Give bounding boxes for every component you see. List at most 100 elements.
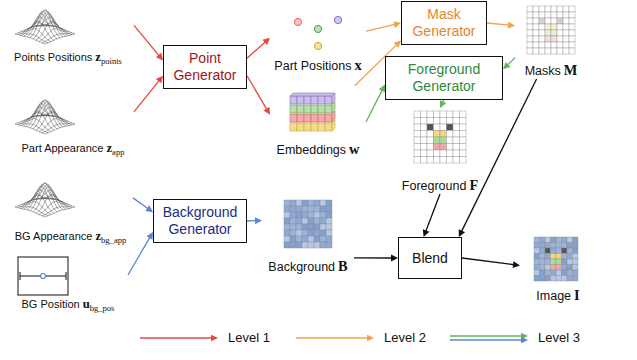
flow-arrow xyxy=(366,21,401,31)
caption-text: Background xyxy=(268,260,335,274)
art-shape xyxy=(414,124,421,131)
art-shape xyxy=(308,212,314,218)
art-shape xyxy=(421,150,428,157)
art-shape xyxy=(18,33,48,43)
art-shape xyxy=(314,25,321,32)
art-shape xyxy=(434,131,441,138)
math-subscript: points xyxy=(101,56,122,66)
process-box: Mask Generator xyxy=(401,1,487,45)
art-shape xyxy=(447,111,454,118)
art-shape xyxy=(45,34,75,44)
art-shape xyxy=(453,144,460,151)
art-shape xyxy=(573,248,579,254)
process-box: Foreground Generator xyxy=(385,56,503,100)
art-shape xyxy=(427,137,434,144)
art-shape xyxy=(294,18,301,25)
art-shape xyxy=(539,36,545,42)
box-label: Background Generator xyxy=(159,204,241,238)
arrow-line xyxy=(247,76,267,110)
art-shape xyxy=(563,48,569,54)
math-symbol: M xyxy=(564,62,578,78)
art-shape xyxy=(460,131,467,138)
art-shape xyxy=(539,24,545,30)
item-caption: ImageI xyxy=(536,287,579,304)
art-shape xyxy=(567,248,573,254)
art-shape xyxy=(326,230,332,236)
item-caption: BG Positionubg_pos xyxy=(22,297,115,314)
art-shape xyxy=(427,111,434,118)
art-shape xyxy=(562,237,568,243)
art-shape xyxy=(440,144,447,151)
art-shape xyxy=(533,12,539,18)
art-shape xyxy=(421,157,428,164)
art-shape xyxy=(527,18,533,24)
math-symbol: z xyxy=(95,50,101,64)
art-shape xyxy=(545,42,551,48)
art-shape xyxy=(545,265,551,271)
art-shape xyxy=(453,124,460,131)
legend-line-sample xyxy=(140,335,218,341)
gaussian-surface xyxy=(15,10,75,44)
item-caption: Part Positionsx xyxy=(274,57,361,74)
art-shape xyxy=(447,124,454,131)
background-grid xyxy=(284,200,332,248)
art-shape xyxy=(545,270,551,276)
item-caption: Part Appearancezapp xyxy=(22,141,125,158)
art-shape xyxy=(302,230,308,236)
art-shape xyxy=(30,10,60,38)
arrow-line xyxy=(247,42,266,59)
art-shape xyxy=(453,150,460,157)
art-shape xyxy=(440,150,447,157)
math-symbol: B xyxy=(338,258,348,274)
flow-arrow xyxy=(134,25,163,60)
art-shape xyxy=(567,270,573,276)
art-shape xyxy=(573,254,579,260)
art-shape xyxy=(453,111,460,118)
art-shape xyxy=(534,248,540,254)
art-shape xyxy=(556,243,562,249)
art-shape xyxy=(302,236,308,242)
art-shape xyxy=(533,36,539,42)
arrow-head xyxy=(145,205,153,212)
art-shape xyxy=(527,6,533,12)
art-shape xyxy=(527,30,533,36)
art-shape xyxy=(567,265,573,271)
art-shape xyxy=(39,202,69,215)
art-shape xyxy=(453,137,460,144)
art-shape xyxy=(311,105,318,113)
art-shape xyxy=(540,265,546,271)
art-shape xyxy=(569,42,575,48)
art-shape xyxy=(297,114,304,122)
art-shape xyxy=(320,230,326,236)
caption-text: Part Appearance xyxy=(22,142,104,154)
art-shape xyxy=(460,118,467,125)
art-shape xyxy=(414,157,421,164)
art-shape xyxy=(21,29,51,42)
art-shape xyxy=(308,242,314,248)
art-shape xyxy=(296,212,302,218)
art-shape xyxy=(296,230,302,236)
illustrated-item: Embeddingsw xyxy=(270,86,366,158)
flow-arrow xyxy=(133,198,153,212)
art-shape xyxy=(533,42,539,48)
art-shape xyxy=(314,200,320,206)
art-shape xyxy=(320,206,326,212)
art-shape xyxy=(453,118,460,125)
part-position-dots xyxy=(294,16,341,49)
box-label: Foreground Generator xyxy=(391,61,497,95)
art-shape xyxy=(66,272,67,280)
art-shape xyxy=(45,207,75,217)
arrow-line xyxy=(366,90,382,122)
art-shape xyxy=(427,124,434,131)
art-shape xyxy=(569,12,575,18)
art-shape xyxy=(302,242,308,248)
art-shape xyxy=(527,12,533,18)
illustrated-item: Part Appearancezapp xyxy=(12,92,134,158)
art-shape xyxy=(539,6,545,12)
art-shape xyxy=(527,36,533,42)
art-shape xyxy=(551,18,557,24)
art-shape xyxy=(15,124,45,134)
art-shape xyxy=(562,265,568,271)
art-shape xyxy=(302,206,308,212)
art-shape xyxy=(297,123,304,131)
